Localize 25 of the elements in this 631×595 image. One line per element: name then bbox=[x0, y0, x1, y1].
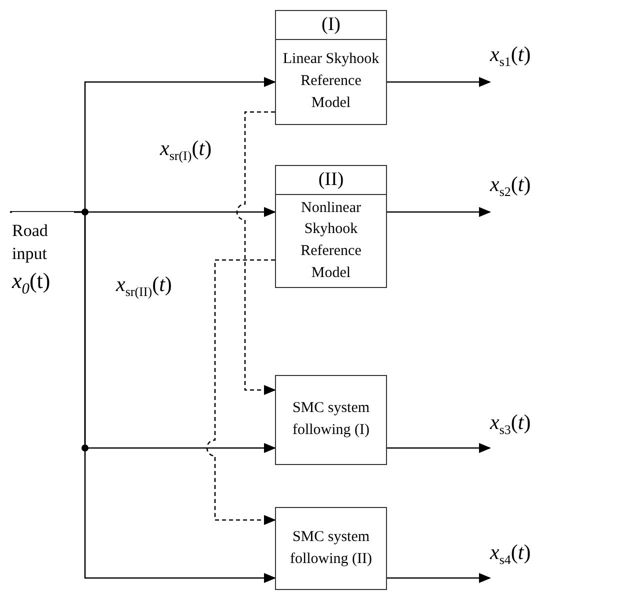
process-box bbox=[275, 375, 387, 465]
process-box bbox=[275, 507, 387, 590]
input-label: x$_{0}$(t) bbox=[12, 266, 52, 300]
arrow bbox=[387, 443, 491, 453]
box-text: Linear Skyhook Reference Model bbox=[282, 50, 380, 113]
box-text: SMC system following (I) bbox=[291, 399, 371, 440]
arrow bbox=[387, 207, 491, 217]
signal-label: x$_{s3}$(t) bbox=[490, 410, 531, 438]
signal-label: x$_{s1}$(t) bbox=[490, 42, 531, 70]
dashed-arrow bbox=[236, 111, 276, 395]
signal-label: x$_{sr(II)}$(t) bbox=[116, 272, 172, 300]
box-heading: (I) bbox=[276, 11, 386, 40]
arrow bbox=[387, 573, 491, 583]
signal-label: x$_{s2}$(t) bbox=[490, 172, 531, 200]
arrow bbox=[10, 211, 276, 583]
arrow bbox=[387, 77, 491, 87]
signal-label: x$_{sr(I)}$(t) bbox=[160, 136, 212, 164]
dashed-arrow bbox=[206, 259, 276, 525]
signal-label: x$_{s4}$(t) bbox=[490, 540, 531, 568]
process-box bbox=[275, 10, 387, 125]
box-heading: (II) bbox=[276, 166, 386, 195]
process-box bbox=[275, 165, 387, 288]
box-text: Nonlinear Skyhook Reference Model bbox=[300, 198, 362, 283]
input-label: Road input bbox=[12, 220, 49, 265]
box-text: SMC system following (II) bbox=[288, 528, 374, 568]
